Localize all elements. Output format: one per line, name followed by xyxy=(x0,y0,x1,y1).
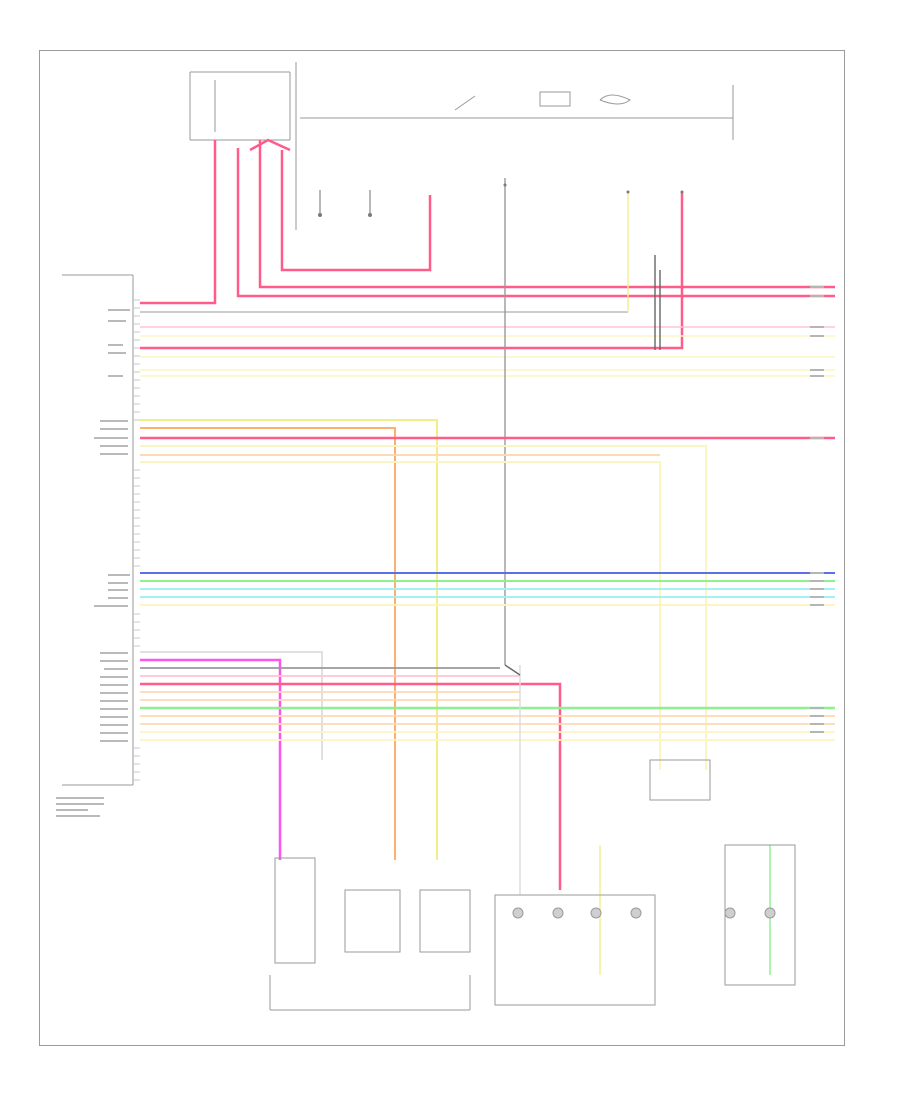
speaker-symbol-icon xyxy=(512,907,524,919)
top-bus xyxy=(300,85,734,140)
component-boxes xyxy=(269,759,796,1011)
horizontal-wires-lower xyxy=(140,651,835,890)
speaker-symbol-icon xyxy=(630,907,642,919)
vertical-wires-upper xyxy=(319,178,661,665)
horizontal-wires-mid xyxy=(140,419,835,860)
horizontal-wires-bands xyxy=(140,572,835,606)
top-module-block xyxy=(189,62,297,230)
speaker-symbols xyxy=(512,907,776,919)
connector-dots xyxy=(318,183,684,217)
vertical-wires-lower xyxy=(504,664,771,975)
wire-end-markers xyxy=(810,286,824,733)
speaker-symbol-icon xyxy=(552,907,564,919)
speaker-symbol-icon xyxy=(724,907,736,919)
connector-pins xyxy=(133,299,140,781)
main-connector-strip xyxy=(62,274,134,786)
diagram-frame xyxy=(39,50,845,1046)
speaker-symbol-icon xyxy=(590,907,602,919)
horizontal-wires-upper xyxy=(140,311,835,377)
speaker-symbol-icon xyxy=(764,907,776,919)
pink-wires-top xyxy=(140,138,835,350)
connector-pin-labels xyxy=(56,309,130,817)
